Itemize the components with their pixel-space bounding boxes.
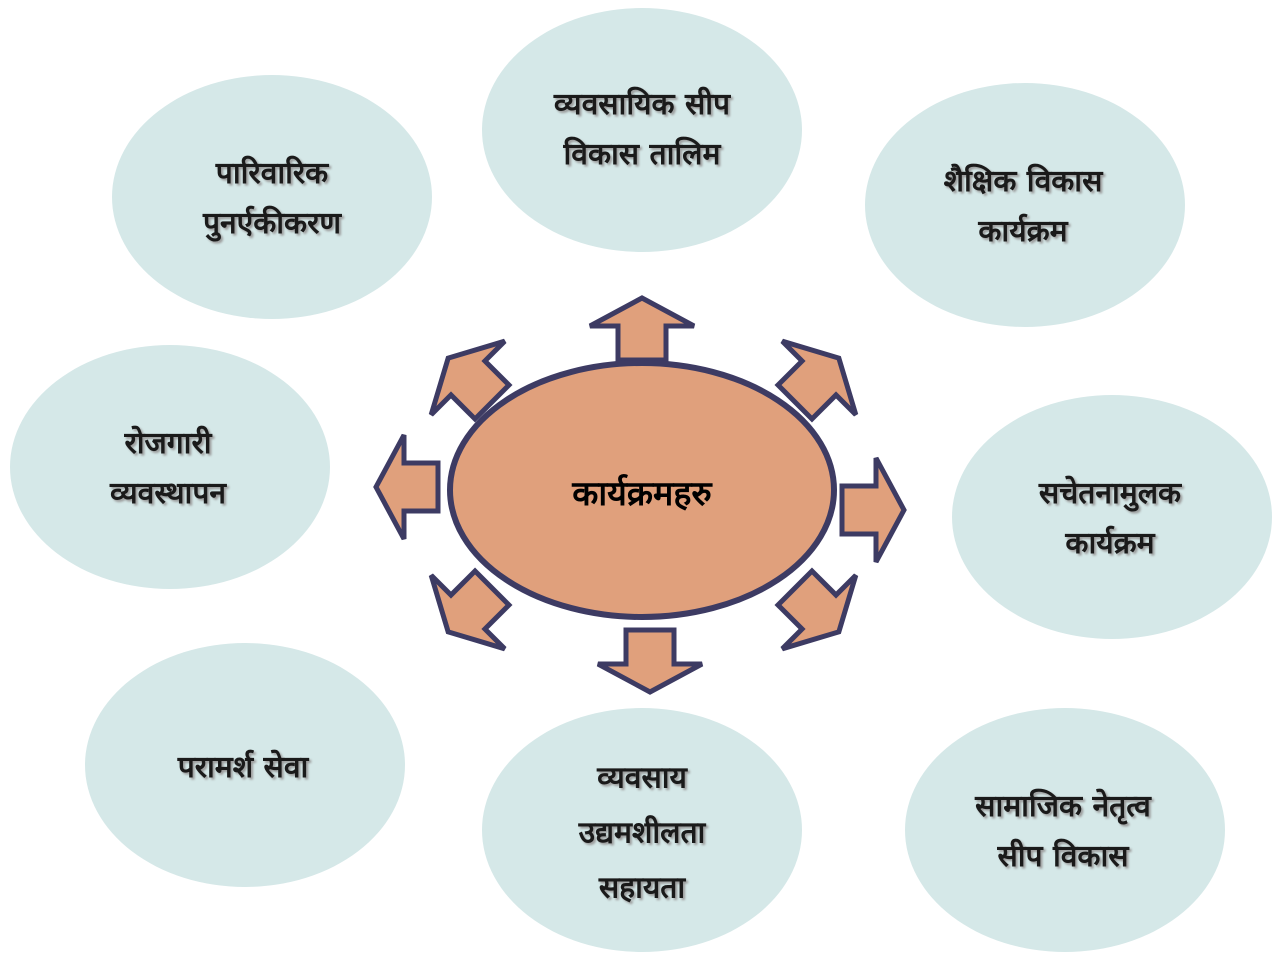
label-counseling: परामर्श सेवा: [178, 743, 309, 793]
arrow-right-icon: [842, 458, 904, 562]
label-line: रोजगारी: [124, 426, 212, 461]
bubble-entrepreneurship: [482, 708, 802, 952]
bubble-education: [865, 83, 1185, 327]
arrow-up-icon: [590, 298, 694, 360]
bubble-employment: [10, 345, 330, 589]
label-line: कार्यक्रम: [978, 214, 1068, 249]
label-line: परामर्श सेवा: [177, 750, 309, 785]
bubble-counseling: [85, 643, 405, 887]
arrow-down-icon: [598, 630, 702, 692]
label-line: व्यवसाय: [597, 760, 687, 796]
label-line: पारिवारिक: [215, 156, 329, 191]
label-line: व्यवसायिक सीप: [553, 87, 731, 122]
bubble-vocational-skill: [482, 8, 802, 252]
label-family-reintegration: पारिवारिक पुनर्एकीकरण: [203, 149, 341, 249]
label-line: कार्यक्रम: [1065, 526, 1155, 561]
label-line: पुनर्एकीकरण: [202, 206, 342, 241]
arrow-left-icon: [376, 435, 438, 539]
bubble-awareness: [952, 395, 1272, 639]
label-awareness: सचेतनामुलक कार्यक्रम: [1039, 469, 1181, 569]
label-employment: रोजगारी व्यवस्थापन: [110, 419, 226, 519]
label-line: उद्यमशीलता: [578, 815, 706, 851]
label-line: विकास तालिम: [563, 137, 721, 172]
bubble-leadership: [905, 708, 1225, 952]
label-entrepreneurship: व्यवसाय उद्यमशीलता सहायता: [579, 751, 706, 916]
label-education: शैक्षिक विकास कार्यक्रम: [944, 157, 1103, 257]
label-line: सामाजिक नेतृत्व: [975, 789, 1151, 824]
label-vocational-skill: व्यवसायिक सीप विकास तालिम: [554, 80, 730, 180]
bubble-family-reintegration: [112, 75, 432, 319]
label-line: सहायता: [598, 870, 686, 906]
center-ellipse: [447, 360, 837, 620]
label-line: सीप विकास: [997, 839, 1129, 874]
center-label: कार्यक्रमहरु: [572, 474, 712, 514]
label-line: शैक्षिक विकास: [943, 164, 1103, 199]
label-line: व्यवस्थापन: [109, 476, 227, 511]
label-line: सचेतनामुलक: [1038, 476, 1182, 511]
label-leadership: सामाजिक नेतृत्व सीप विकास: [975, 782, 1151, 882]
